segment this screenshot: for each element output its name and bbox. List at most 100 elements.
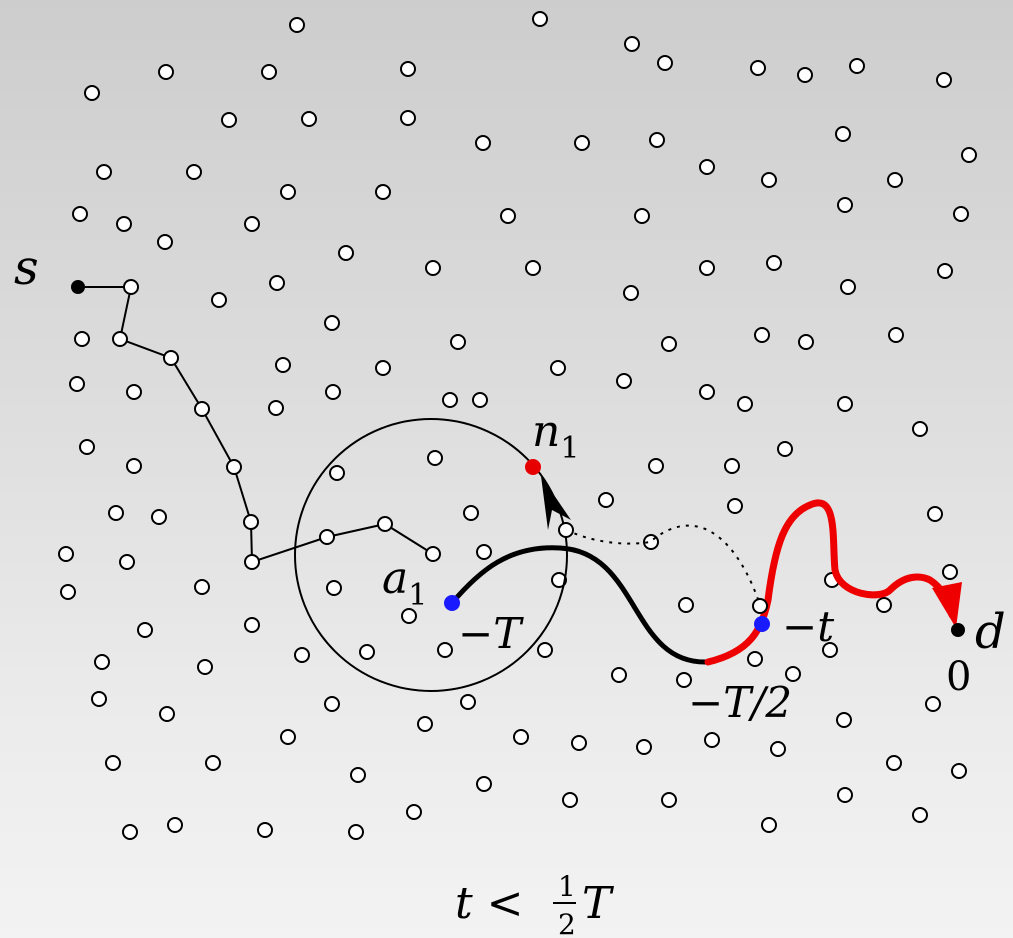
network-node: [324, 696, 340, 712]
network-node: [754, 327, 770, 343]
network-node: [840, 279, 856, 295]
network-node: [401, 608, 417, 624]
network-node: [244, 617, 260, 633]
network-node: [699, 260, 715, 276]
network-node: [375, 184, 391, 200]
network-node: [257, 822, 273, 838]
network-node: [678, 597, 694, 613]
network-node: [649, 132, 665, 148]
network-node: [571, 735, 587, 751]
network-node: [126, 458, 142, 474]
network-node: [835, 126, 851, 142]
network-node: [500, 208, 516, 224]
network-node: [912, 421, 928, 437]
network-node: [636, 739, 652, 755]
network-node: [476, 544, 492, 560]
network-node: [269, 275, 285, 291]
destination-node: [951, 623, 965, 637]
network-node: [301, 111, 317, 127]
network-node: [797, 67, 813, 83]
relay-node: [123, 279, 139, 295]
label-zero: 0: [946, 654, 971, 700]
network-node: [704, 732, 720, 748]
relay-node: [319, 529, 335, 545]
label-n1-sub: 1: [560, 431, 579, 466]
network-node: [513, 729, 529, 745]
network-node: [727, 498, 743, 514]
network-node: [137, 622, 153, 638]
node-n1: [525, 459, 541, 475]
label-minus-T-half: −T/2: [688, 678, 792, 727]
network-node: [766, 255, 782, 271]
network-node: [551, 572, 567, 588]
network-node: [936, 72, 952, 88]
network-node: [197, 659, 213, 675]
network-node: [777, 441, 793, 457]
caption-denominator: 2: [558, 908, 576, 938]
caption: t < 1 2 T: [455, 870, 615, 938]
network-node: [437, 642, 453, 658]
label-n1-main: n: [532, 406, 560, 457]
label-a1: a1: [382, 553, 427, 613]
network-node: [761, 817, 777, 833]
network-node: [837, 787, 853, 803]
network-node: [69, 376, 85, 392]
network-node: [876, 597, 892, 613]
network-node: [289, 17, 305, 33]
network-node: [205, 755, 221, 771]
network-node: [294, 647, 310, 663]
caption-right: T: [582, 878, 615, 929]
label-a1-main: a: [382, 553, 408, 604]
node-a1: [444, 595, 460, 611]
network-node: [151, 509, 167, 525]
recent-path-arrowhead: [932, 582, 962, 628]
network-node: [724, 458, 740, 474]
relay-node: [194, 401, 210, 417]
network-node: [537, 642, 553, 658]
network-node: [194, 579, 210, 595]
network-node: [280, 729, 296, 745]
network-node: [598, 492, 614, 508]
network-node: [211, 292, 227, 308]
network-node: [348, 824, 364, 840]
network-node: [406, 804, 422, 820]
dotted-trajectory: [565, 524, 761, 606]
network-node: [657, 55, 673, 71]
network-node: [275, 357, 291, 373]
caption-numerator: 1: [558, 870, 576, 903]
network-node: [460, 694, 476, 710]
relay-node: [243, 514, 259, 530]
network-node: [886, 755, 902, 771]
relay-node: [752, 598, 768, 614]
relay-node: [425, 546, 441, 562]
source-node: [71, 280, 85, 294]
network-node: [244, 216, 260, 232]
network-node: [676, 672, 692, 688]
network-node: [158, 64, 174, 80]
network-node: [822, 642, 838, 658]
network-node: [122, 824, 138, 840]
caption-left: t <: [455, 878, 524, 929]
network-node: [770, 741, 786, 757]
network-node: [849, 58, 865, 74]
network-node: [186, 164, 202, 180]
network-node: [472, 392, 488, 408]
network-node: [912, 807, 928, 823]
network-node: [325, 384, 341, 400]
network-node: [119, 554, 135, 570]
network-node: [699, 384, 715, 400]
label-minus-T: −T: [458, 609, 524, 658]
network-node: [648, 458, 664, 474]
network-node: [221, 112, 237, 128]
network-node: [798, 334, 814, 350]
relay-node: [226, 459, 242, 475]
network-node: [79, 439, 95, 455]
label-n1: n1: [532, 406, 579, 466]
network-node: [525, 260, 541, 276]
recent-movement-path: [704, 499, 956, 666]
network-node: [96, 164, 112, 180]
network-node: [661, 336, 677, 352]
network-node: [927, 506, 943, 522]
network-node: [634, 208, 650, 224]
